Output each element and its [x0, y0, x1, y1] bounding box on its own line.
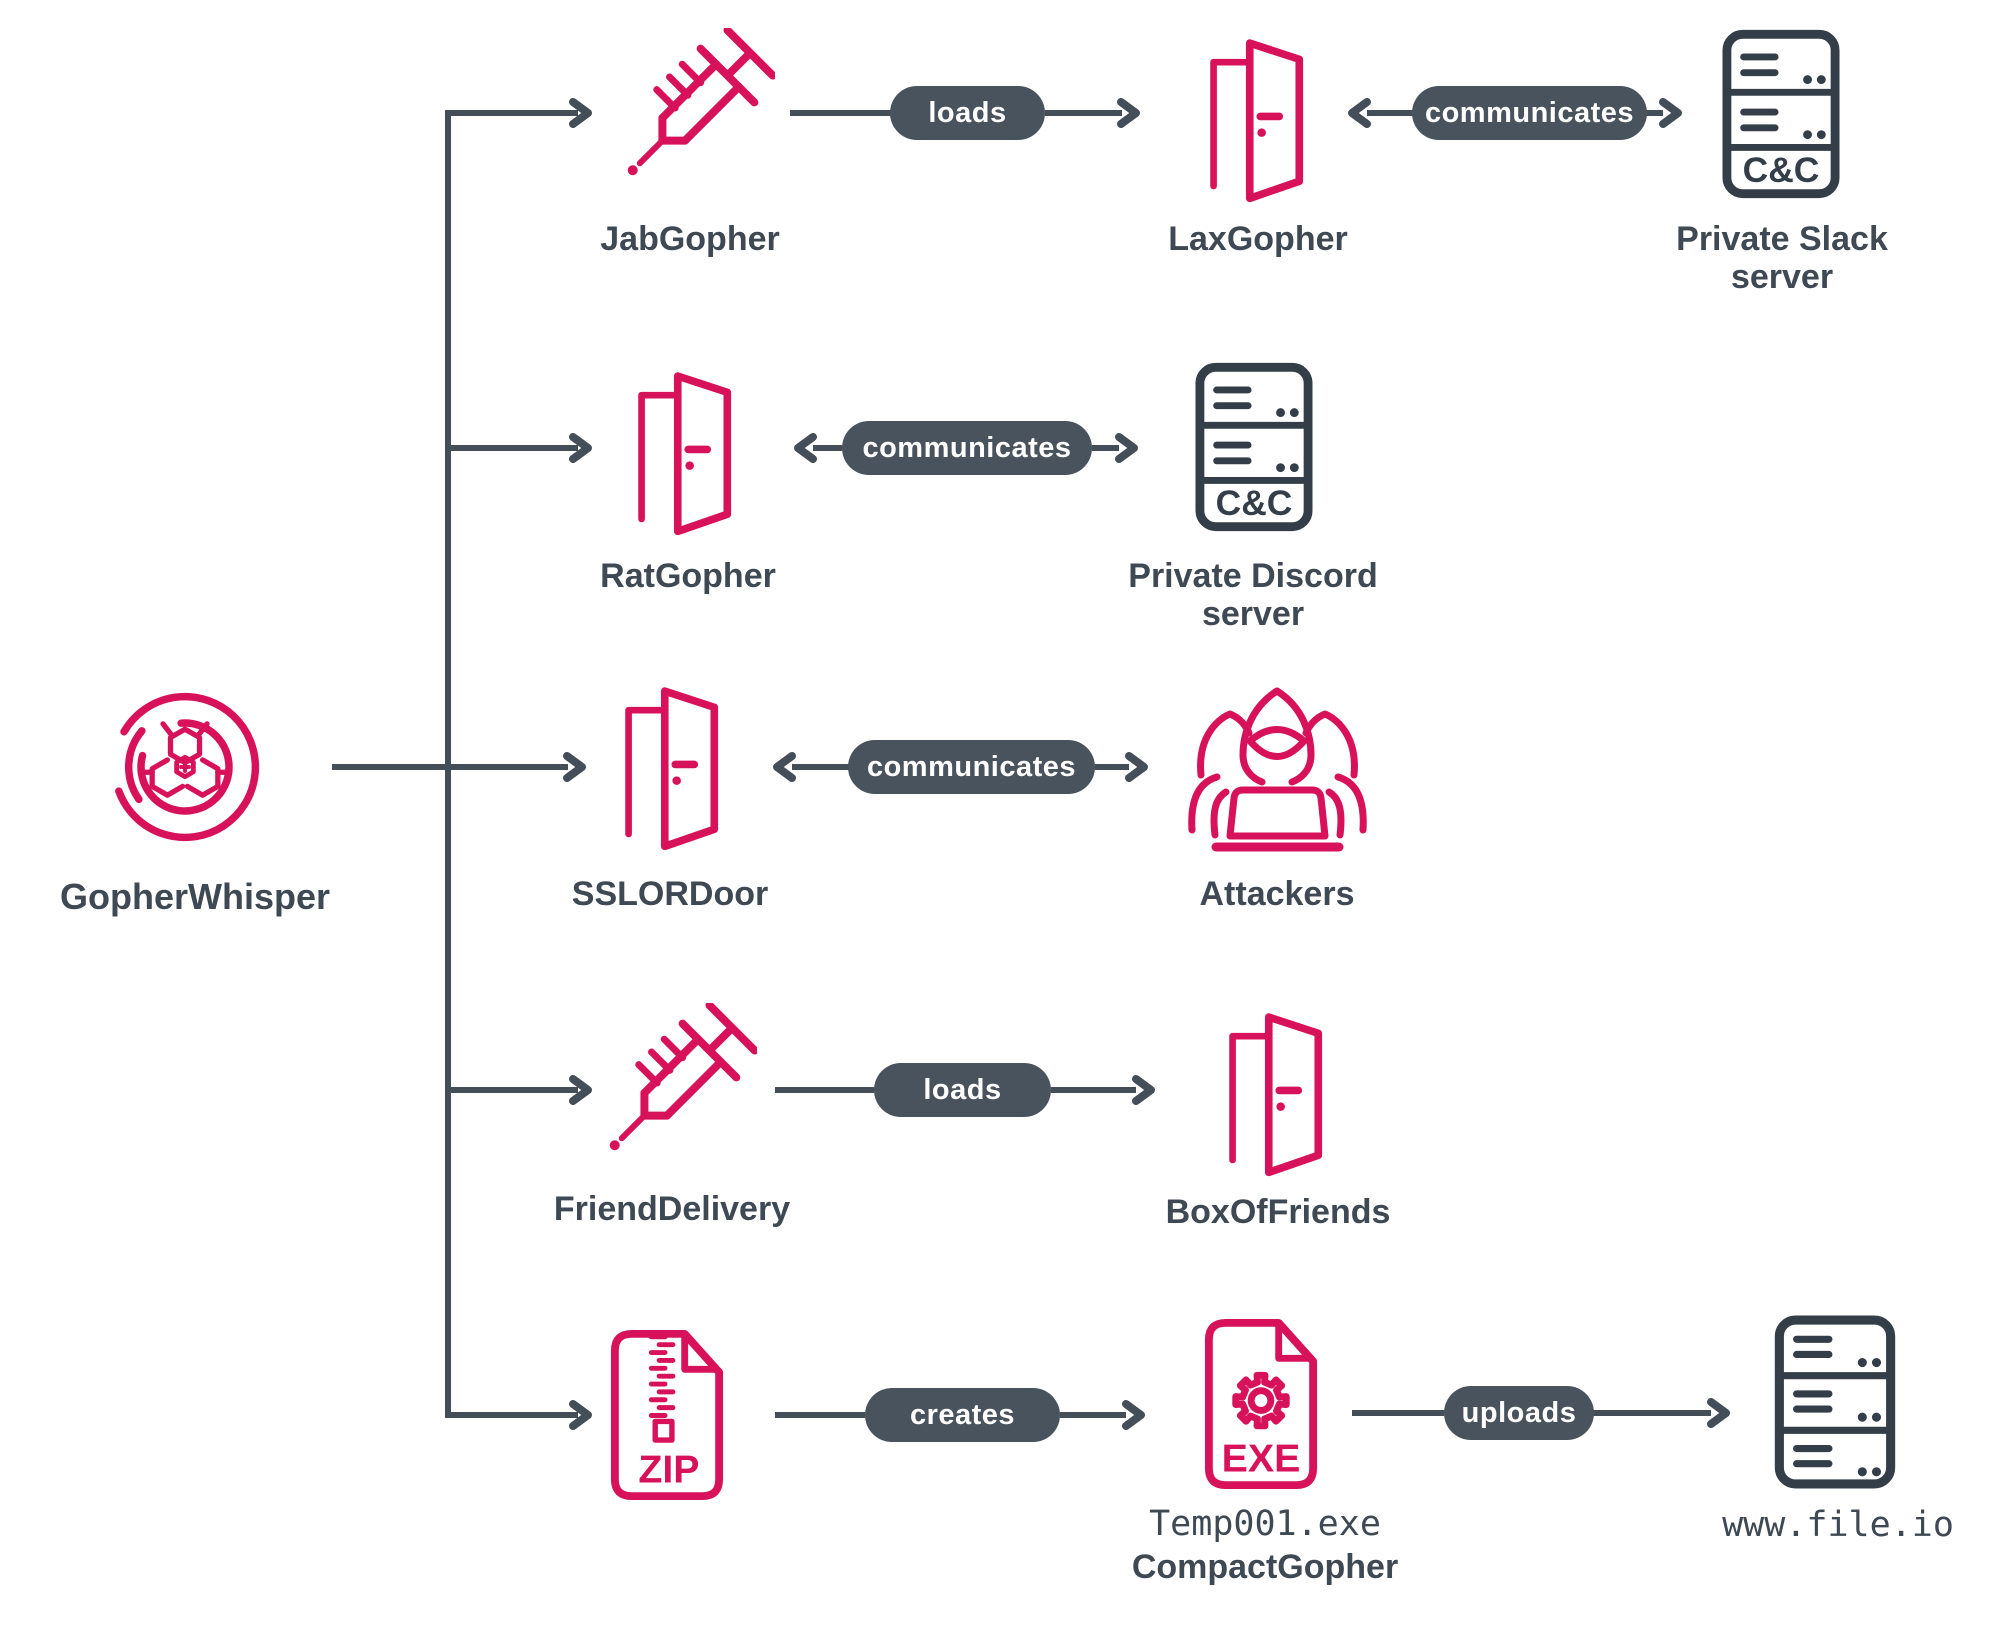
node-label-frienddelivery: FriendDelivery — [553, 1190, 791, 1228]
node-label-compactgopher: CompactGopher — [1131, 1548, 1399, 1586]
malware-icon — [97, 679, 273, 855]
open-door-icon — [1205, 28, 1305, 203]
exe-file-icon: EXE — [1202, 1317, 1320, 1491]
node-label-private-slack-server: Private Slack server — [1676, 220, 1888, 296]
open-door-icon — [620, 676, 720, 851]
node-label-attackers: Attackers — [1199, 875, 1355, 913]
attackers-icon — [1170, 678, 1385, 853]
cc-server-icon: C&C — [1722, 28, 1840, 200]
edge-pill-loads: loads — [890, 86, 1045, 140]
cc-badge: C&C — [1216, 483, 1293, 523]
node-label-www-file-io: www.file.io — [1722, 1505, 1954, 1545]
syringe-icon — [587, 1003, 757, 1173]
edge-pill-communicates: communicates — [848, 740, 1095, 794]
node-label-ratgopher: RatGopher — [600, 557, 776, 595]
server-icon — [1774, 1315, 1896, 1489]
open-door-icon — [633, 361, 733, 536]
node-label-private-discord-server: Private Discord server — [1128, 557, 1378, 633]
node-label-temp001-exe: Temp001.exe — [1149, 1504, 1381, 1544]
node-label-sslordoor: SSLORDoor — [571, 875, 769, 913]
edge-pill-loads: loads — [874, 1063, 1051, 1117]
node-label-boxoffriends: BoxOfFriends — [1165, 1193, 1391, 1231]
edge-pill-uploads: uploads — [1444, 1386, 1594, 1440]
cc-server-icon: C&C — [1195, 361, 1313, 533]
zip-file-icon: ZIP — [608, 1328, 726, 1502]
node-label-laxgopher: LaxGopher — [1168, 220, 1348, 258]
open-door-icon — [1224, 1002, 1324, 1177]
exe-badge: EXE — [1222, 1436, 1301, 1480]
edge-pill-communicates: communicates — [1412, 86, 1647, 140]
node-label-gopherwhisper: GopherWhisper — [59, 876, 331, 917]
edge-pill-communicates: communicates — [842, 421, 1092, 475]
cc-badge: C&C — [1743, 150, 1820, 190]
zip-badge: ZIP — [638, 1447, 699, 1491]
edge-pill-creates: creates — [865, 1388, 1060, 1442]
node-label-jabgopher: JabGopher — [600, 220, 780, 258]
syringe-icon — [605, 28, 775, 198]
